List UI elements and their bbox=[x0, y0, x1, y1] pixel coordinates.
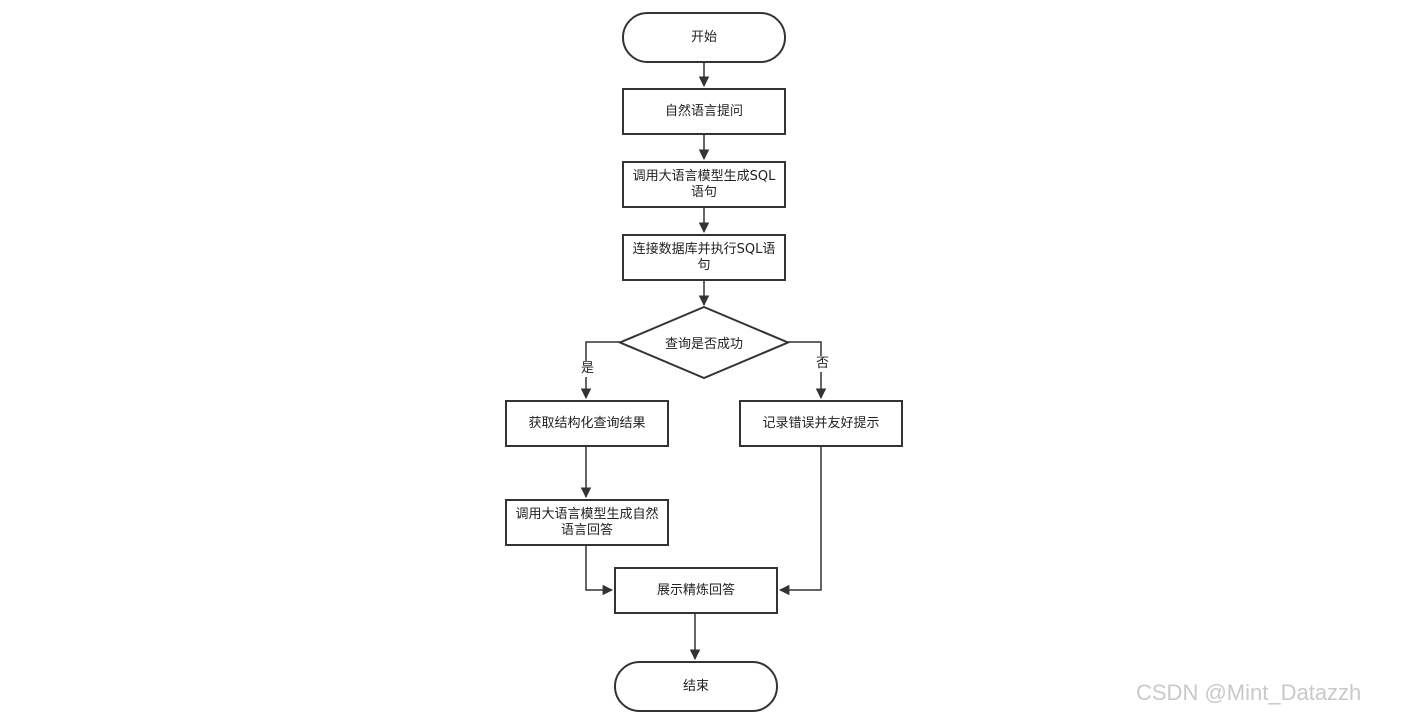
edge-logerror-show bbox=[778, 446, 822, 596]
edge-decision-yes bbox=[580, 341, 620, 400]
edge-genanswer-show bbox=[585, 545, 614, 596]
get-result-node: 获取结构化查询结果 bbox=[505, 400, 669, 447]
watermark: CSDN @Mint_Datazzh bbox=[1136, 680, 1362, 705]
end-node: 结束 bbox=[614, 661, 778, 712]
start-node: 开始 bbox=[622, 12, 786, 63]
show-answer-node: 展示精炼回答 bbox=[614, 567, 778, 614]
start-label: 开始 bbox=[690, 29, 717, 45]
end-label: 结束 bbox=[682, 678, 709, 694]
gen-sql-node: 调用大语言模型生成SQL语句 bbox=[622, 161, 786, 208]
no-label: 否 bbox=[815, 356, 831, 372]
yes-label: 是 bbox=[580, 361, 596, 377]
gen-answer-node: 调用大语言模型生成自然语言回答 bbox=[505, 499, 669, 546]
show-answer-label: 展示精炼回答 bbox=[656, 582, 735, 598]
ask-node: 自然语言提问 bbox=[622, 88, 786, 135]
log-error-label: 记录错误并友好提示 bbox=[762, 415, 880, 431]
exec-sql-node: 连接数据库并执行SQL语句 bbox=[622, 234, 786, 281]
log-error-node: 记录错误并友好提示 bbox=[739, 400, 903, 447]
decision-diamond bbox=[618, 306, 790, 379]
gen-sql-label: 调用大语言模型生成SQL语句 bbox=[632, 168, 776, 200]
decision-node: 查询是否成功 bbox=[618, 306, 790, 379]
gen-answer-label: 调用大语言模型生成自然语言回答 bbox=[515, 506, 659, 538]
exec-sql-label: 连接数据库并执行SQL语句 bbox=[632, 241, 776, 273]
edge-decision-no bbox=[788, 341, 827, 400]
get-result-label: 获取结构化查询结果 bbox=[528, 415, 646, 431]
ask-label: 自然语言提问 bbox=[664, 103, 743, 119]
decision-label: 查询是否成功 bbox=[664, 337, 743, 352]
